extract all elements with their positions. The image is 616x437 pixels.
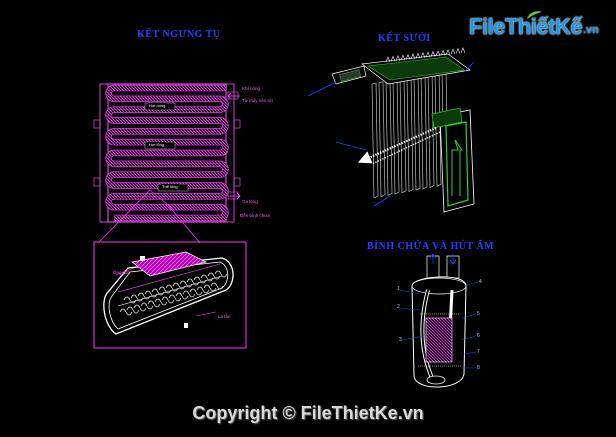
fin-wave	[119, 308, 133, 316]
condenser-title: KẾT NGƯNG TỤ	[137, 29, 221, 40]
part-number: 3	[399, 337, 402, 343]
fin-wave	[168, 294, 182, 302]
leaf-icon	[527, 11, 542, 19]
fin-wave	[172, 282, 186, 290]
fin-tooth	[430, 50, 436, 57]
fin-tooth	[450, 48, 456, 55]
receiver-title: BÌNH CHỨA VÀ HÚT ẨM	[367, 241, 495, 252]
part-number: 7	[477, 349, 480, 355]
evaporator-diagram	[307, 47, 475, 213]
mount-tab	[233, 119, 241, 129]
fin-wave	[179, 280, 193, 288]
fin-wave	[189, 288, 203, 296]
fin-wave	[175, 292, 189, 300]
fin-wave	[200, 274, 214, 282]
mount-tab	[233, 177, 241, 187]
evaporator-fin	[399, 77, 407, 194]
fin-wave	[214, 270, 228, 278]
fin-tooth	[435, 50, 441, 57]
part-number: 4	[479, 279, 482, 285]
serpentine-tube	[105, 84, 229, 222]
fin-wave	[140, 302, 154, 310]
inlet-label: Khí nóng	[242, 86, 261, 91]
fin-tooth	[425, 51, 431, 58]
fin-wave	[144, 290, 158, 298]
fin-tooth	[405, 53, 411, 60]
part-number: 8	[477, 365, 480, 371]
fin-wave	[182, 290, 196, 298]
detail-label-tube: Ống dẫn	[113, 270, 131, 275]
zone-label-mixed: Hơi lỏng	[148, 142, 166, 147]
evaporator-title: KẾT SƯỞI	[378, 33, 431, 44]
fin-wave	[130, 294, 144, 302]
tube-detail	[103, 251, 234, 335]
receiver-drier-diagram	[399, 253, 479, 388]
fin-tooth	[445, 48, 451, 55]
fin-wave	[161, 296, 175, 304]
evaporator-fin	[392, 78, 400, 195]
outlet-sub-label: Đến bình chứa	[240, 213, 270, 218]
fin-tooth	[460, 47, 466, 54]
fin-wave	[193, 276, 207, 284]
brand-domain: .vn	[583, 24, 599, 36]
zoom-line	[98, 189, 151, 243]
fin-tooth	[390, 55, 396, 62]
fin-wave	[137, 292, 151, 300]
fin-wave	[203, 284, 217, 292]
detail-label-fin: Lá tản	[218, 314, 231, 319]
fin-tooth	[420, 51, 426, 58]
fin-wave	[151, 288, 165, 296]
evaporator-fin	[385, 80, 393, 196]
evaporator-fin	[413, 74, 421, 191]
fin-tooth	[440, 49, 446, 56]
fin-wave	[158, 286, 172, 294]
fin-wave	[165, 284, 179, 292]
evaporator-fin	[406, 76, 414, 192]
fin-wave	[186, 278, 200, 286]
fin-wave	[123, 296, 137, 304]
zoom-line	[167, 204, 201, 244]
mount-tab	[93, 119, 101, 129]
fin-wave	[196, 286, 210, 294]
fin-tooth	[455, 47, 461, 54]
brand-name: FileThiếtKế	[469, 14, 583, 39]
tube-centerline	[108, 87, 226, 219]
fin-wave	[147, 300, 161, 308]
fin-wave	[126, 306, 140, 314]
inlet-sub-label: Từ máy nén tới	[242, 98, 273, 103]
fin-wave	[133, 304, 147, 312]
detail-box	[93, 241, 247, 349]
site-logo: FileThiếtKế .vn	[469, 11, 614, 44]
fin-wave	[210, 282, 224, 290]
part-number: 2	[397, 304, 400, 310]
air-flow-arrow	[357, 126, 437, 164]
fin-wave	[154, 298, 168, 306]
fin-tooth	[400, 54, 406, 61]
part-number: 1	[397, 286, 400, 292]
condenser-diagram	[93, 83, 247, 349]
evaporator-fin	[371, 82, 379, 199]
evaporator-fin	[378, 81, 386, 198]
part-number: 5	[477, 311, 480, 317]
fin-detail	[131, 251, 208, 277]
zone-label-liquid: Thể lỏng	[161, 184, 179, 189]
part-number: 6	[477, 333, 480, 339]
copyright-text: Copyright © FileThietKe.vn	[192, 403, 424, 423]
zone-label-hot-vapor: Hơi nóng	[148, 103, 167, 108]
fin-wave	[207, 272, 221, 280]
mount-tab	[93, 177, 101, 187]
outlet-label: Ga lỏng	[242, 199, 258, 204]
fin-tooth	[395, 54, 401, 61]
fin-tooth	[415, 52, 421, 59]
fin-tooth	[385, 56, 391, 63]
fin-tooth	[410, 53, 416, 60]
